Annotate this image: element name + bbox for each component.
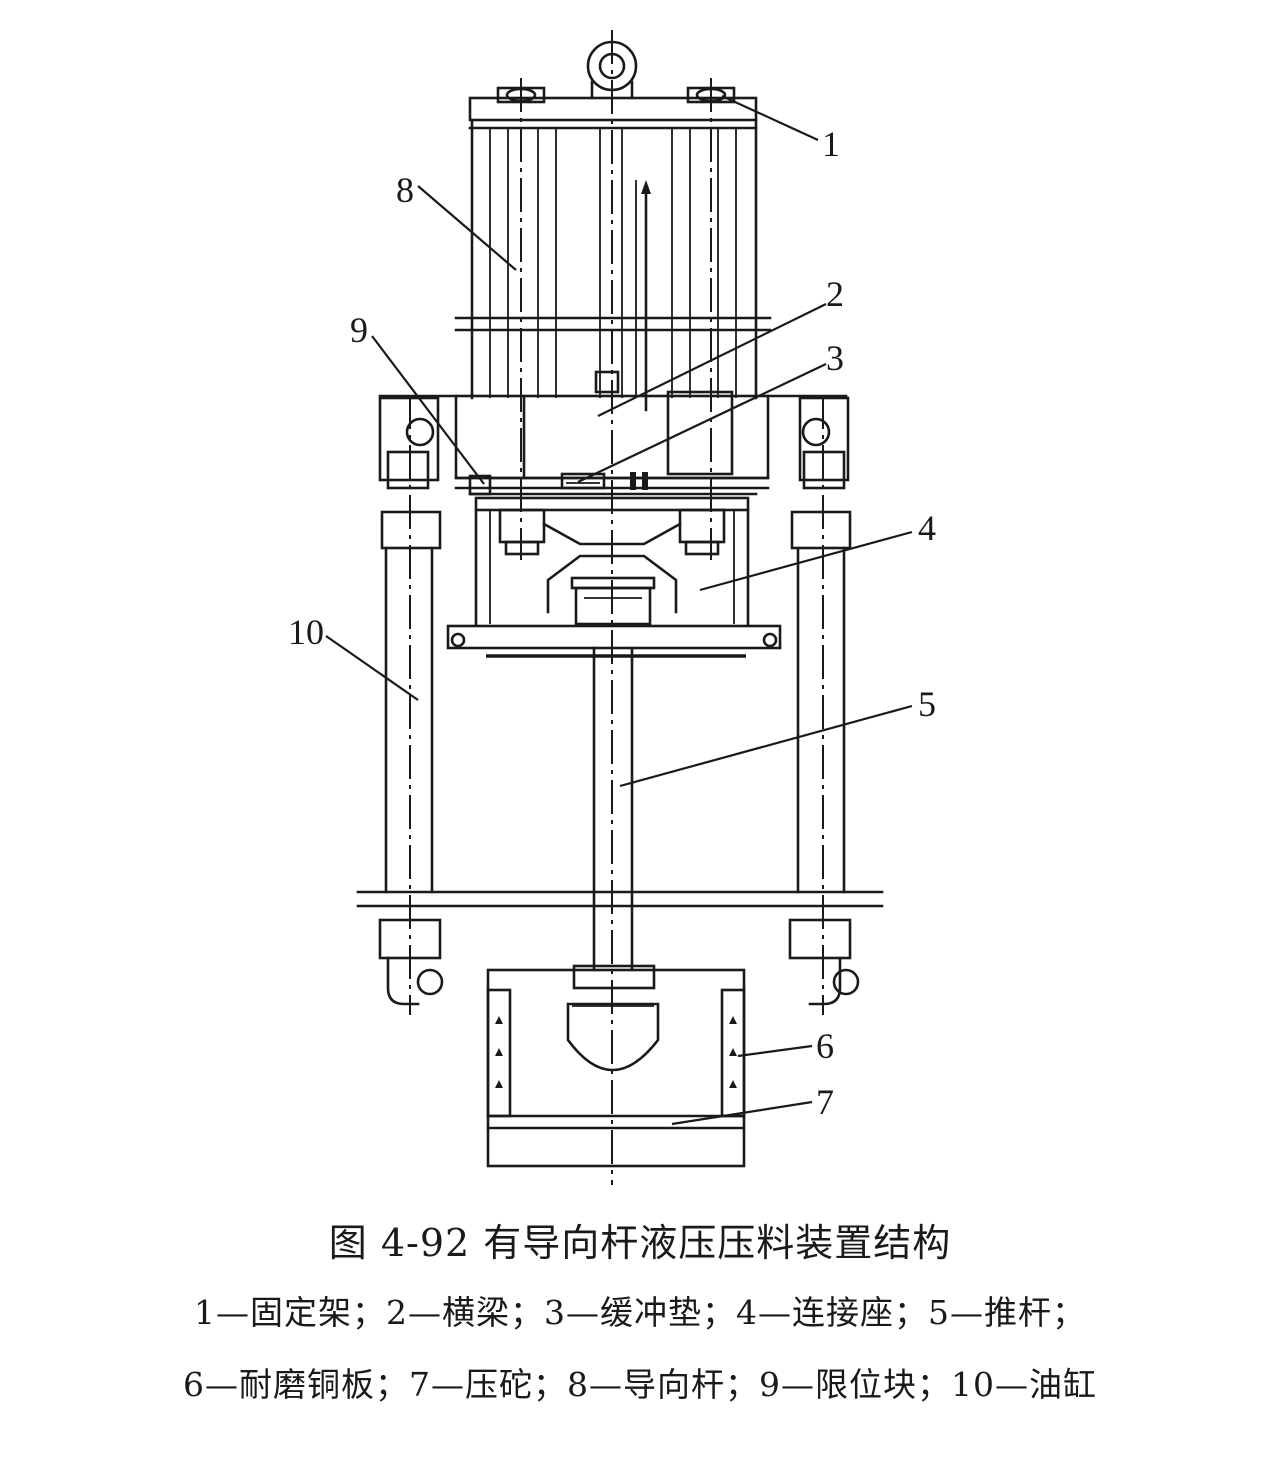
seat-base-plate — [446, 624, 782, 658]
callout-7: 7 — [816, 1082, 834, 1122]
callout-3: 3 — [826, 338, 844, 378]
connecting-seat — [474, 496, 750, 626]
copper-plate — [486, 988, 746, 1118]
figure-caption: 图 4-92 有导向杆液压压料装置结构 1—固定架；2—横梁；3—缓冲垫；4—连… — [0, 1190, 1280, 1464]
oil-cylinder-right — [788, 396, 860, 1006]
limit-block — [468, 474, 758, 496]
figure-legend-line-2: 6—耐磨铜板；7—压砣；8—导向杆；9—限位块；10—油缸 — [183, 1365, 1097, 1404]
push-rod — [592, 646, 634, 972]
callout-10: 10 — [288, 612, 324, 652]
callout-9: 9 — [350, 310, 368, 350]
pressing-weight — [486, 964, 746, 1168]
leader-lines — [325, 95, 913, 1126]
callout-1: 1 — [822, 124, 840, 164]
oil-cylinder-left — [378, 396, 444, 1006]
callout-4: 4 — [918, 508, 936, 548]
figure-title: 图 4-92 有导向杆液压压料装置结构 — [328, 1221, 952, 1265]
callout-5: 5 — [918, 684, 936, 724]
callout-6: 6 — [816, 1026, 834, 1066]
callout-8: 8 — [396, 170, 414, 210]
callout-2: 2 — [826, 274, 844, 314]
figure-legend-line-1: 1—固定架；2—横梁；3—缓冲垫；4—连接座；5—推杆； — [194, 1293, 1086, 1332]
lower-frame-beam — [356, 890, 884, 908]
hydraulic-press-diagram: 1 8 2 9 3 4 10 5 6 7 — [288, 30, 936, 1185]
guide-rod-frame — [454, 118, 772, 412]
buffer-pad — [560, 472, 648, 490]
cross-beam — [378, 390, 848, 490]
